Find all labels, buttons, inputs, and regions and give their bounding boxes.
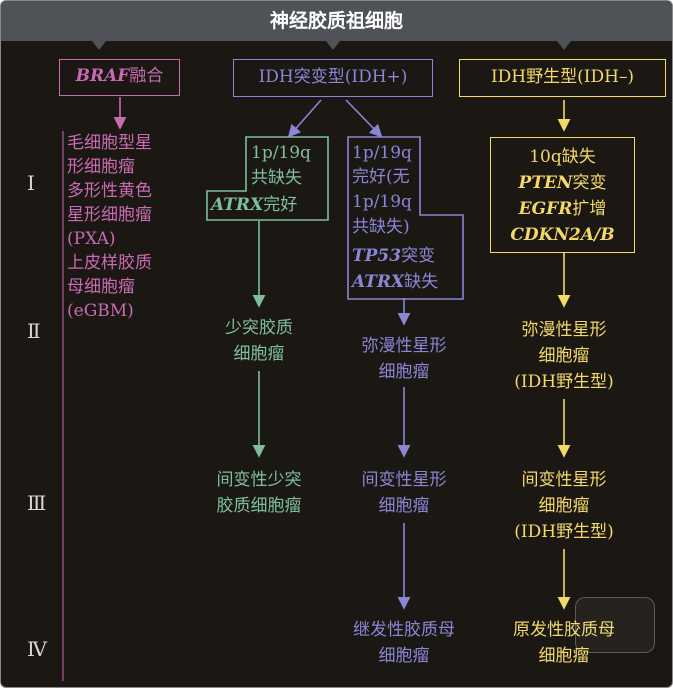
title-pointer-idh-wt [557, 41, 571, 50]
title-pointer-idh-mut [326, 41, 340, 50]
intact-atrx-gene: ATRX [352, 272, 405, 292]
arrow-idh-to-codel [287, 99, 322, 138]
braf-line-3: 多形性黄色 [67, 181, 152, 201]
box-1p19q-intact-outline [347, 136, 464, 300]
primary-gbm-line-1: 原发性胶质母 [513, 620, 615, 640]
braf-line-7: 母细胞瘤 [67, 277, 135, 297]
watermark-logo [575, 597, 655, 653]
braf-line-1: 毛细胞型星 [67, 133, 152, 153]
intact-line-6: ATRX缺失 [352, 270, 438, 295]
intact-line-3: 1p/19q [352, 192, 412, 212]
anaplastic-astro-wt-line-2: 细胞瘤 [538, 496, 590, 516]
primary-gbm-line-2: 细胞瘤 [538, 646, 590, 666]
braf-line-6: 上皮样胶质 [67, 253, 152, 273]
wt-marker-egfr: EGFR扩增 [491, 196, 634, 222]
diffuse-astro-wt-line-1: 弥漫性星形 [521, 320, 607, 340]
diffuse-astro-mut-line-1: 弥漫性星形 [361, 336, 447, 356]
intact-line-5: TP53突变 [352, 244, 435, 269]
diffuse-astrocytoma-mut-label: 弥漫性星形 细胞瘤 [339, 333, 469, 385]
codel-line-1: 1p/19q [251, 143, 311, 163]
wt-marker-10q: 10q缺失 [529, 147, 596, 167]
anaplastic-astrocytoma-mut-label: 间变性星形 细胞瘤 [339, 467, 469, 519]
anaplastic-astro-wt-line-1: 间变性星形 [521, 470, 607, 490]
intact-line-2: 完好(无 [352, 167, 410, 187]
anaplastic-astro-mut-line-2: 细胞瘤 [378, 496, 430, 516]
grade-label-1: Ⅰ [27, 171, 35, 195]
anaplastic-astro-mut-line-1: 间变性星形 [361, 470, 447, 490]
wt-pten-status: 突变 [572, 173, 607, 193]
secondary-gbm-label: 继发性胶质母 细胞瘤 [329, 617, 479, 669]
anaplastic-astro-wt-line-3: (IDH野生型) [514, 522, 614, 542]
braf-tumour-list: 毛细胞型星 形细胞瘤 多形性黄色 星形细胞瘤 (PXA) 上皮样胶质 母细胞瘤 … [67, 131, 152, 323]
box-1p19q-codel-outline [206, 136, 329, 221]
box-braf-fusion: BRAF融合 [59, 59, 180, 96]
grade-label-3: Ⅲ [27, 491, 47, 515]
oligo-line-1: 少突胶质 [225, 318, 293, 338]
secondary-gbm-line-1: 继发性胶质母 [353, 620, 455, 640]
grade-label-2: Ⅱ [27, 319, 41, 343]
codel-line-3: ATRX完好 [211, 193, 297, 218]
anaplastic-oligo-line-1: 间变性少突 [216, 470, 302, 490]
box-idh-wildtype: IDH野生型(IDH–) [459, 59, 666, 97]
diffuse-astro-wt-line-3: (IDH野生型) [514, 372, 614, 392]
wt-cdkn2ab-gene: CDKN2A/B [510, 225, 615, 245]
wt-egfr-gene: EGFR [518, 199, 573, 219]
anaplastic-oligo-line-2: 胶质细胞瘤 [216, 496, 302, 516]
diagram-title: 神经胶质祖细胞 [269, 10, 403, 32]
box-idh-wt-markers: 10q缺失 PTEN突变 EGFR扩增 CDKN2A/B [490, 137, 635, 253]
intact-line-1: 1p/19q [352, 143, 412, 163]
intact-atrx-status: 缺失 [404, 272, 439, 292]
braf-gene-label: BRAF [75, 66, 130, 86]
title-pointer-braf [92, 41, 106, 50]
intact-tp53-gene: TP53 [352, 246, 402, 266]
box-idh-mutant: IDH突变型(IDH+) [233, 59, 433, 97]
oligodendroglioma-label: 少突胶质 细胞瘤 [199, 315, 319, 367]
anaplastic-oligodendroglioma-label: 间变性少突 胶质细胞瘤 [189, 467, 329, 519]
wt-egfr-status: 扩增 [572, 199, 607, 219]
title-bar [1, 1, 672, 41]
diffuse-astrocytoma-wt-label: 弥漫性星形 细胞瘤 (IDH野生型) [494, 317, 634, 395]
diffuse-astro-mut-line-2: 细胞瘤 [378, 362, 430, 382]
grade-label-4: Ⅳ [27, 637, 47, 661]
secondary-gbm-line-2: 细胞瘤 [378, 646, 430, 666]
codel-atrx-gene: ATRX [211, 195, 264, 215]
intact-tp53-status: 突变 [401, 246, 436, 266]
braf-line-4: 星形细胞瘤 [67, 205, 152, 225]
primary-gbm-label: 原发性胶质母 细胞瘤 [489, 617, 639, 669]
codel-line-2: 共缺失 [251, 168, 302, 188]
braf-line-5: (PXA) [67, 229, 116, 249]
wt-pten-gene: PTEN [518, 173, 573, 193]
oligo-line-2: 细胞瘤 [233, 344, 285, 364]
arrow-idh-to-intact [345, 99, 383, 138]
braf-fusion-label: 融合 [129, 66, 164, 86]
braf-line-2: 形细胞瘤 [67, 157, 135, 177]
intact-line-4: 共缺失) [352, 217, 410, 237]
anaplastic-astrocytoma-wt-label: 间变性星形 细胞瘤 (IDH野生型) [494, 467, 634, 545]
codel-atrx-status: 完好 [263, 195, 298, 215]
wt-marker-pten: PTEN突变 [491, 170, 634, 196]
wt-marker-cdkn2ab: CDKN2A/B [491, 222, 634, 248]
braf-line-8: (eGBM) [67, 301, 134, 321]
diffuse-astro-wt-line-2: 细胞瘤 [538, 346, 590, 366]
